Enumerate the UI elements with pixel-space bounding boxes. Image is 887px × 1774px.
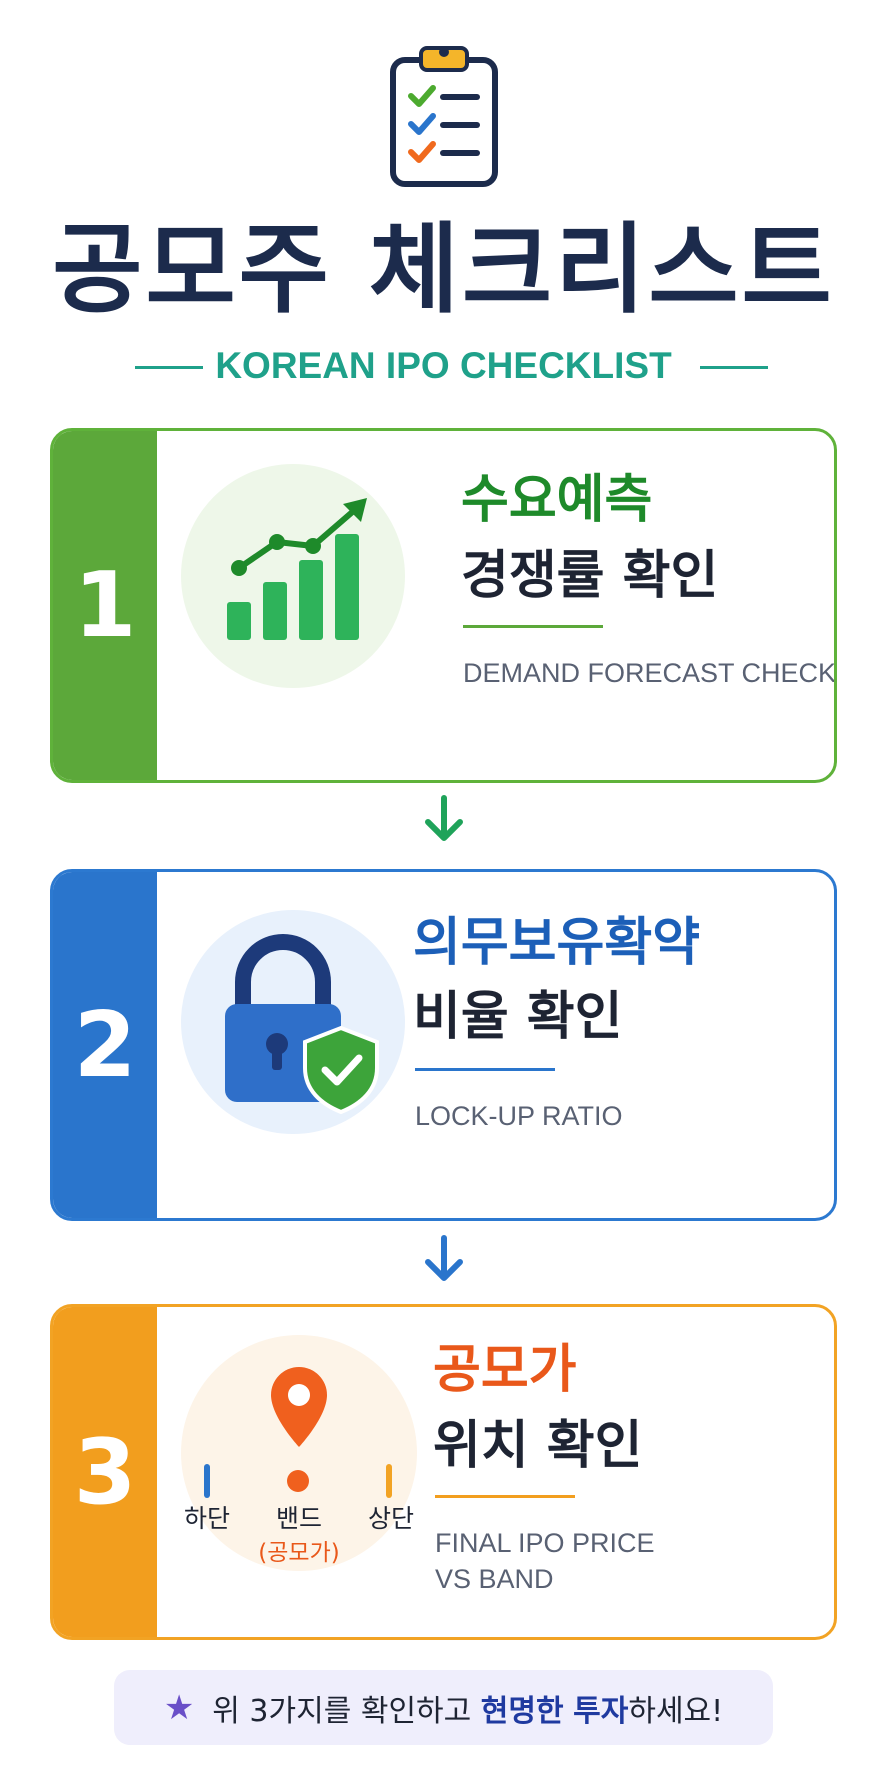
step-title: 의무보유확약 [413,913,701,973]
step-rule [435,1495,575,1498]
step-english-line2: VS BAND [435,1564,554,1594]
footer-highlight-1: 현명한 [480,1693,564,1729]
footer-text-before: 위 3가지를 확인하고 [212,1693,481,1729]
subtitle-right-rule [700,366,768,369]
step-number: 2 [53,872,157,1218]
step-subtitle: 비율 확인 [413,987,623,1047]
icon-circle [181,464,405,688]
step-rule [463,625,603,628]
step-card-2: 2 의무보유확약 비율 확인 LOCK-UP RATIO [50,869,837,1221]
step-english: DEMAND FORECAST CHECK [463,658,837,688]
price-band-pin-icon [204,1367,392,1498]
step-number: 3 [53,1307,157,1637]
step-rule [415,1068,555,1071]
band-low-label: 하단 [183,1504,230,1533]
band-mid-label: 밴드 [275,1504,322,1533]
step-title: 수요예측 [461,470,653,530]
padlock-shield-icon [225,934,379,1115]
band-marker-label: (공모가) [258,1540,340,1566]
rising-bar-chart-icon [227,498,367,640]
footer-banner: ★ 위 3가지를 확인하고 현명한 투자 하세요! [114,1670,773,1745]
band-high-label: 상단 [367,1504,414,1533]
arrow-down-icon [425,1235,463,1281]
step-number: 1 [53,431,157,780]
subtitle-row: KOREAN IPO CHECKLIST [0,340,887,392]
footer-highlight-2: 투자 [573,1693,629,1729]
step-english: LOCK-UP RATIO [415,1101,623,1131]
step-title: 공모가 [433,1340,577,1400]
icon-circle [181,910,405,1134]
page-subtitle: KOREAN IPO CHECKLIST [215,345,672,386]
star-icon: ★ [163,1687,195,1728]
subtitle-left-rule [135,366,203,369]
step-card-3: 3 하단 밴드 상단 (공모가) 공모가 위치 확인 FINAL IPO PRI… [50,1304,837,1640]
step-english-line1: FINAL IPO PRICE [435,1528,655,1558]
arrow-down-icon [425,795,463,841]
footer-space [564,1690,574,1725]
step-card-1: 1 수요예측 경쟁률 확인 DEMAND FORECAST CHECK [50,428,837,783]
step-subtitle: 위치 확인 [433,1416,643,1476]
footer-text-after: 하세요! [628,1693,724,1729]
clipboard-checklist-icon [390,46,498,187]
page-title: 공모주 체크리스트 [52,213,835,327]
step-subtitle: 경쟁률 확인 [461,546,719,606]
icon-circle: 하단 밴드 상단 (공모가) [181,1335,417,1571]
